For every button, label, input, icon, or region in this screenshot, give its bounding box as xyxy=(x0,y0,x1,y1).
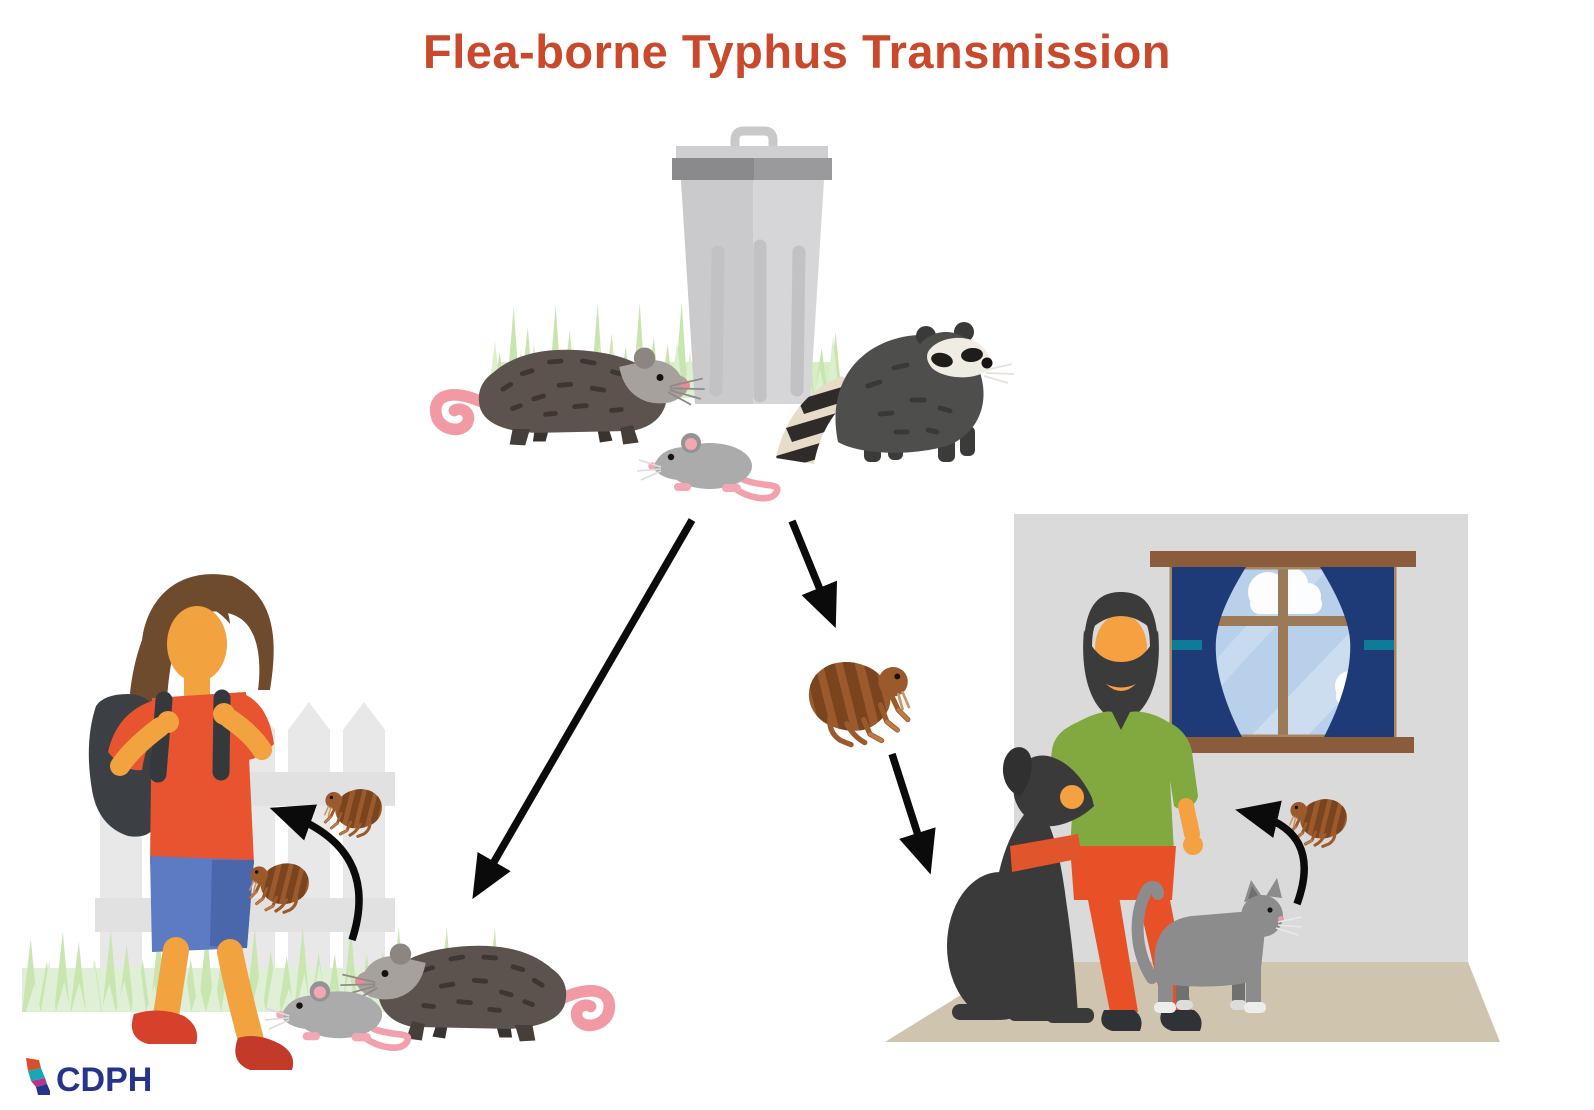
logo-text: CDPH xyxy=(56,1061,152,1099)
window xyxy=(1150,551,1416,753)
opossum-yard xyxy=(340,943,609,1041)
curtain-right xyxy=(1320,567,1394,737)
man-shirt xyxy=(1046,711,1198,861)
rat-top xyxy=(637,433,777,498)
man-shoes xyxy=(1101,1010,1202,1031)
cat xyxy=(1131,878,1303,1013)
opossum-top xyxy=(436,347,705,445)
arrow-flea-to-pets xyxy=(888,752,936,875)
woman-face xyxy=(167,606,227,682)
cat-head xyxy=(1241,895,1283,937)
dog-ear xyxy=(1002,747,1032,796)
arrow-cat-to-man xyxy=(1235,800,1308,906)
flea-center xyxy=(801,648,909,745)
cat-tail xyxy=(1131,881,1164,984)
curtain-left xyxy=(1172,567,1246,737)
woman-shoe-front xyxy=(131,1010,198,1044)
arrow-trash-to-yard xyxy=(472,518,696,900)
woman-shoe-back xyxy=(235,1036,294,1070)
man-hair xyxy=(1084,592,1158,650)
dog-collar xyxy=(1010,834,1082,872)
dog xyxy=(947,747,1094,1023)
window-sill xyxy=(1152,737,1414,753)
curtain-rod xyxy=(1150,551,1416,567)
cdph-logo: CDPH xyxy=(26,1058,152,1099)
raccoon xyxy=(776,322,1015,464)
arrow-animals-to-woman xyxy=(269,804,363,942)
arrow-trash-to-flea xyxy=(788,519,838,629)
man-hand xyxy=(1060,785,1084,809)
man-beard xyxy=(1083,630,1159,720)
trash-can xyxy=(672,126,832,404)
woman-with-backpack xyxy=(88,574,294,1070)
page-title: Flea-borne Typhus Transmission xyxy=(423,25,1171,78)
california-icon xyxy=(26,1058,50,1095)
